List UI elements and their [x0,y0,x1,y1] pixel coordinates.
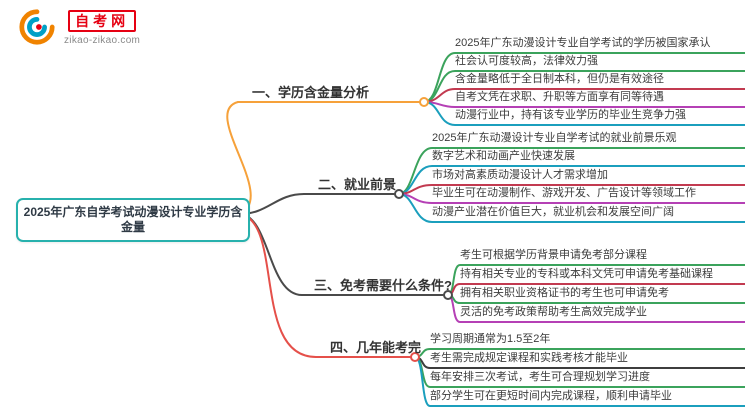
leaf-node: 2025年广东动漫设计专业自学考试的学历被国家承认 [455,36,745,54]
branch-label-4: 四、几年能考完 [330,340,422,355]
branch-label-2: 二、就业前景 [318,177,397,192]
leaf-node: 考生可根据学历背景申请免考部分课程 [460,248,745,266]
logo-name: 自考网 [68,10,137,32]
leaf-node: 部分学生可在更短时间内完成课程，顺利申请毕业 [430,389,745,407]
branch-curve-4 [239,213,317,358]
leaf-node: 动漫行业中，持有该专业学历的毕业生竞争力强 [455,108,745,126]
branch-label-3: 三、免考需要什么条件? [314,278,452,293]
leaf-node: 含金量略低于全日制本科，但仍是有效途径 [455,72,745,90]
leaf-curve [398,147,433,195]
branch-node-circle [419,97,429,107]
leaf-curve [398,193,433,204]
branch-node-circle [394,189,404,199]
branch-label-1: 一、学历含金量分析 [252,85,370,100]
leaf-node: 考生需完成规定课程和实践考核才能毕业 [430,351,745,369]
leaf-node: 社会认可度较高，法律效力强 [455,54,745,72]
leaf-curve [423,101,456,108]
leaf-curve [423,88,456,103]
leaf-node: 每年安排三次考试，考生可合理规划学习进度 [430,370,745,388]
leaf-curve [423,52,456,103]
logo-icon [18,8,56,51]
leaf-curve [423,101,456,126]
leaf-curve [398,193,433,223]
leaf-curve [398,184,433,195]
leaf-curve [447,294,461,323]
leaf-node: 拥有相关职业资格证书的考生也可申请免考 [460,286,745,304]
leaf-node: 灵活的免考政策帮助考生高效完成学业 [460,305,745,323]
leaf-curve [447,294,461,304]
leaf-curve [423,70,456,103]
leaf-node: 数字艺术和动画产业快速发展 [432,149,745,167]
leaf-node: 毕业生可在动漫制作、游戏开发、广告设计等领域工作 [432,186,745,204]
leaf-curve [398,165,433,195]
central-topic: 2025年广东自学考试动漫设计专业学历含金量 [16,198,250,242]
leaf-node: 自考文凭在求职、升职等方面享有同等待遇 [455,90,745,108]
logo-url: zikao-zikao.com [64,35,141,46]
site-logo[interactable]: 自考网 zikao-zikao.com [18,8,140,51]
leaf-node: 2025年广东动漫设计专业自学考试的就业前景乐观 [432,131,745,149]
leaf-curve [414,356,431,388]
leaf-curve [414,356,431,407]
leaf-node: 持有相关专业的专科或本科文凭可申请免考基础课程 [460,267,745,285]
leaf-node: 学习周期通常为1.5至2年 [430,332,745,350]
leaf-node: 市场对高素质动漫设计人才需求增加 [432,168,745,186]
leaf-curve [414,356,431,369]
leaf-node: 动漫产业潜在价值巨大，就业机会和发展空间广阔 [432,205,745,223]
